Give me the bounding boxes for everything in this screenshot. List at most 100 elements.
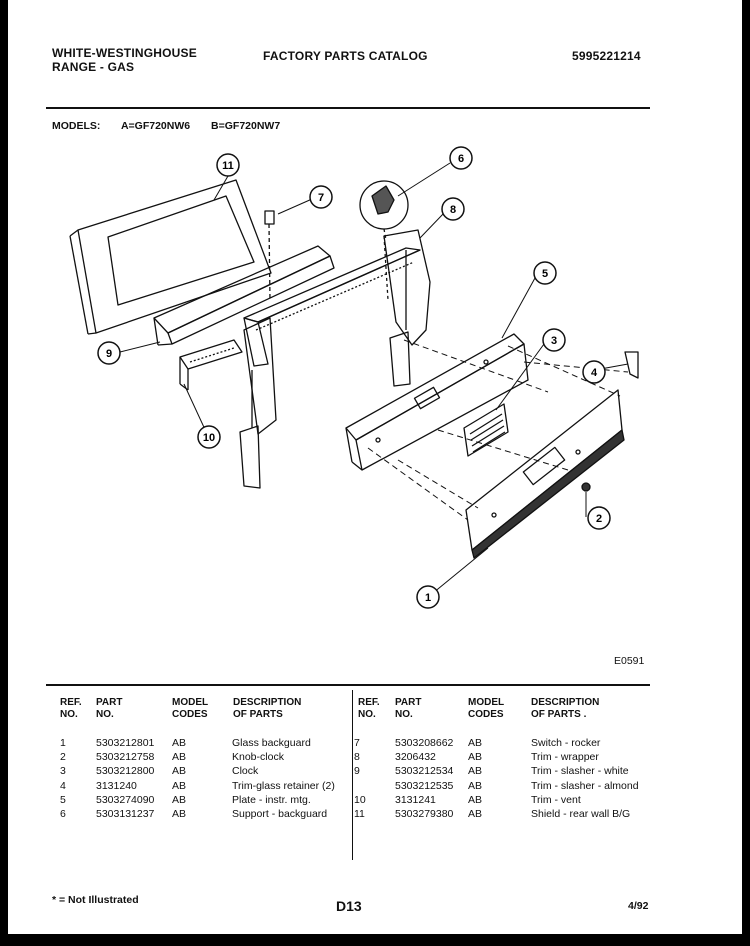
part-1-panel — [465, 389, 625, 559]
part-no: 5303212801 — [96, 737, 155, 749]
part-no: 5303279380 — [395, 807, 454, 820]
model-codes: AB — [468, 737, 483, 749]
model-codes: AB — [172, 765, 187, 778]
part-no: 3206432 — [395, 751, 436, 764]
part-6-detail — [359, 180, 409, 241]
footer-note: * = Not Illustrated — [52, 894, 139, 906]
model-codes: AB — [172, 751, 187, 764]
brand-line-2: RANGE - GAS — [52, 60, 135, 74]
model-codes: AB — [172, 779, 187, 792]
ref-no: 4 — [60, 779, 66, 792]
description: Trim - slasher - white — [531, 765, 629, 778]
table-row: 6 5303131237 AB Support - backguard — [60, 808, 350, 822]
callout-circles: 1 2 3 4 5 6 7 8 9 10 11 — [97, 146, 611, 609]
part-no: 5303274090 — [96, 793, 155, 806]
callout-2-label: 2 — [596, 513, 602, 525]
model-codes: AB — [468, 807, 483, 820]
callout-6: 6 — [449, 146, 473, 170]
part-no: 5303212535 — [395, 779, 454, 792]
part-3-clock — [463, 403, 509, 457]
ref-no: 11 — [354, 807, 365, 820]
callout-1-label: 1 — [425, 592, 431, 604]
ref-no: 9 — [354, 765, 360, 778]
description: Trim - wrapper — [531, 751, 599, 764]
table-row: 8 3206432 AB Trim - wrapper — [354, 751, 651, 765]
model-codes: AB — [468, 751, 483, 764]
models-line: MODELS: A=GF720NW6 B=GF720NW7 — [52, 120, 298, 132]
table-row: 5 5303274090 AB Plate - instr. mtg. — [60, 794, 350, 808]
part-no: 3131241 — [395, 793, 436, 806]
callout-3: 3 — [542, 328, 566, 352]
part-no: 5303208662 — [395, 737, 454, 749]
callout-7: 7 — [309, 185, 333, 209]
part-8-trim-wrapper — [243, 247, 421, 367]
callout-8-label: 8 — [450, 204, 456, 216]
catalog-date: 4/92 — [628, 900, 649, 912]
ref-no: 8 — [354, 751, 360, 764]
part-9-trim-slasher — [153, 245, 335, 346]
table-row: 11 5303279380 AB Shield - rear wall B/G — [354, 808, 651, 822]
description: Glass backguard — [232, 737, 311, 749]
ref-no — [354, 780, 395, 794]
callout-3-label: 3 — [551, 335, 557, 347]
part-5-instrument-plate — [345, 333, 529, 471]
description: Support - backguard — [232, 807, 328, 820]
ref-no: 6 — [60, 807, 66, 820]
part-6-support-right — [383, 229, 431, 387]
callout-6-label: 6 — [458, 153, 464, 165]
callout-9-label: 9 — [106, 348, 112, 360]
description: Knob-clock — [232, 751, 284, 764]
ref-no: 2 — [60, 751, 66, 764]
table-row: 4 3131240 AB Trim-glass retainer (2) — [60, 780, 350, 794]
callout-11: 11 — [216, 153, 240, 177]
part-no: 5303212800 — [96, 765, 155, 778]
part-no: 5303212534 — [395, 765, 454, 778]
part-no: 5303212758 — [96, 751, 155, 764]
ref-no: 10 — [354, 793, 366, 806]
alignment-lines — [367, 339, 629, 521]
right-header-ref: REF.NO. — [358, 697, 380, 720]
callout-10-label: 10 — [203, 432, 215, 444]
part-11-glass-backguard — [69, 179, 272, 335]
model-a: A=GF720NW6 — [120, 120, 191, 132]
table-divider — [352, 690, 353, 860]
ref-no: 3 — [60, 765, 66, 778]
page-number: D13 — [336, 898, 362, 914]
ref-no: 5 — [60, 793, 66, 806]
part-no: 3131240 — [96, 779, 137, 792]
left-header-ref: REF.NO. — [60, 697, 82, 720]
description: Plate - instr. mtg. — [232, 793, 311, 806]
part-4-trim-retainer — [624, 351, 639, 379]
callout-2: 2 — [587, 506, 611, 530]
description: Trim-glass retainer (2) — [232, 779, 335, 792]
parts-catalog-page: WHITE-WESTINGHOUSE RANGE - GAS FACTORY P… — [8, 0, 742, 934]
model-codes: AB — [172, 807, 187, 820]
model-codes: AB — [172, 793, 187, 806]
ref-no: 1 — [60, 737, 66, 749]
part-7-switch — [264, 210, 275, 301]
callout-1: 1 — [416, 585, 440, 609]
callout-9: 9 — [97, 341, 121, 365]
callout-10: 10 — [197, 425, 221, 449]
part-6-support-left — [239, 317, 277, 489]
exploded-parts-diagram: 1 2 3 4 5 6 7 8 9 10 11 — [69, 146, 639, 609]
part-2-knob — [581, 482, 591, 492]
model-codes: AB — [468, 793, 483, 806]
callout-5: 5 — [533, 261, 557, 285]
ref-no: 7 — [354, 737, 360, 749]
models-label: MODELS: — [52, 120, 101, 132]
part-no: 5303131237 — [96, 807, 155, 820]
description: Shield - rear wall B/G — [531, 807, 631, 820]
table-top-rule — [46, 684, 650, 686]
